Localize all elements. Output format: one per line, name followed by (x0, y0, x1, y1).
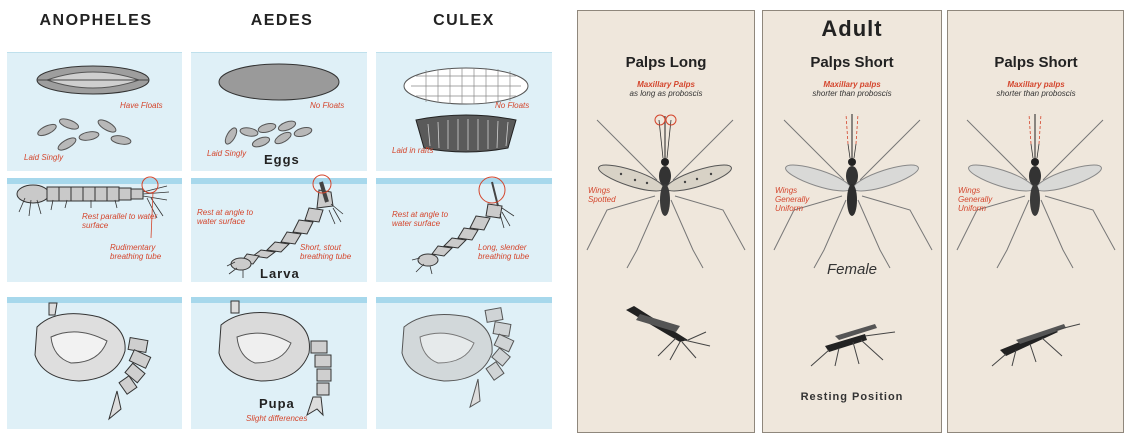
culex-mosquito-illustration (947, 100, 1124, 270)
wings-note-aedes: Wings Generally Uniform (775, 186, 811, 213)
palps-label-culex: Palps Short (951, 54, 1121, 71)
culex-floats-note: No Floats (495, 101, 529, 110)
anopheles-tube-text: Rudimentary breathing tube (110, 243, 161, 261)
resting-position-label: Resting Position (762, 391, 942, 403)
female-label: Female (762, 261, 942, 278)
adult-title: Adult (762, 16, 942, 42)
anopheles-floats-note: Have Floats (120, 101, 163, 110)
wings-note-anopheles: Wings Spotted (588, 186, 624, 204)
aedes-floats-note: No Floats (310, 101, 344, 110)
aedes-tube-note: Short, stout breathing tube (300, 243, 364, 261)
culex-tube-note: Long, slender breathing tube (478, 243, 550, 261)
maxillary-sub-culex: shorter than proboscis (951, 89, 1121, 98)
maxillary-sub-anopheles: as long as proboscis (581, 89, 751, 98)
aedes-mosquito-illustration (762, 100, 942, 270)
anopheles-rest-text: Rest parallel to water surface (82, 212, 157, 230)
anopheles-rest-note: Rest parallel to water surface (82, 212, 167, 230)
stage-label-larva: Larva (260, 266, 300, 281)
palps-label-anopheles: Palps Long (581, 54, 751, 71)
stage-label-eggs: Eggs (264, 152, 300, 167)
culex-rest-note: Rest at angle to water surface (392, 210, 462, 228)
culex-larva-illustration (376, 178, 552, 281)
column-header-anopheles: ANOPHELES (6, 12, 186, 30)
stage-label-pupa: Pupa (259, 396, 295, 411)
aedes-resting-illustration (795, 310, 905, 370)
aedes-rest-text: Rest at angle to water surface (197, 208, 253, 226)
maxillary-label-culex: Maxillary palps (951, 80, 1121, 89)
culex-laid-note: Laid in rafts (392, 146, 433, 155)
wings-text-culex: Wings Generally Uniform (958, 186, 992, 213)
aedes-laid-note: Laid Singly (207, 149, 246, 158)
wings-text-aedes: Wings Generally Uniform (775, 186, 809, 213)
anopheles-tube-note: Rudimentary breathing tube (110, 243, 180, 261)
maxillary-sub-aedes: shorter than proboscis (767, 89, 937, 98)
column-header-aedes: AEDES (192, 12, 372, 30)
anopheles-pupa-illustration (7, 297, 182, 428)
wings-note-culex: Wings Generally Uniform (958, 186, 994, 213)
culex-resting-illustration (980, 310, 1090, 370)
anopheles-mosquito-illustration (577, 100, 755, 270)
culex-rest-text: Rest at angle to water surface (392, 210, 448, 228)
aedes-rest-note: Rest at angle to water surface (197, 208, 267, 226)
aedes-tube-text: Short, stout breathing tube (300, 243, 351, 261)
culex-tube-text: Long, slender breathing tube (478, 243, 529, 261)
maxillary-label-aedes: Maxillary palps (767, 80, 937, 89)
culex-pupa-illustration (376, 297, 552, 428)
wings-text-anopheles: Wings Spotted (588, 186, 616, 204)
palps-label-aedes: Palps Short (767, 54, 937, 71)
anopheles-resting-illustration (610, 296, 720, 366)
column-header-culex: CULEX (374, 12, 554, 30)
pupa-differences-note: Slight differences (246, 414, 307, 423)
anopheles-laid-note: Laid Singly (24, 153, 63, 162)
maxillary-label-anopheles: Maxillary Palps (581, 80, 751, 89)
